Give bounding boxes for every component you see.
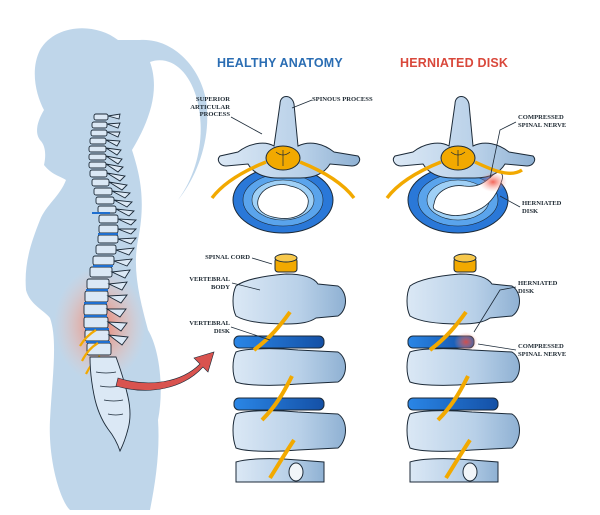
label-spinal-cord: SPINAL CORD — [205, 254, 250, 261]
healthy-transverse-view — [210, 96, 361, 234]
spine-disks — [84, 212, 118, 343]
herniated-side-view — [406, 253, 520, 483]
heading-herniated-disk: HERNIATED DISK — [400, 56, 509, 70]
spine-column — [79, 113, 138, 453]
body-silhouette — [25, 28, 208, 511]
label-vertebral-body: VERTEBRAL BODY — [189, 276, 230, 291]
label-superior-articular-process: SUPERIOR ARTICULAR PROCESS — [190, 96, 230, 119]
healthy-side-view — [232, 253, 346, 483]
herniated-transverse-view — [385, 96, 536, 234]
pointer-arrow — [115, 351, 215, 391]
label-vertebral-disk: VERTEBRAL DISK — [189, 320, 230, 335]
heading-healthy-anatomy: HEALTHY ANATOMY — [217, 56, 343, 70]
label-herniated-disk-top: HERNIATED DISK — [522, 200, 562, 215]
spinous-processes — [105, 113, 138, 346]
vertebra-stack — [83, 113, 119, 356]
leader-lines — [230, 99, 521, 351]
label-compressed-spinal-nerve-top: COMPRESSED SPINAL NERVE — [518, 114, 567, 129]
label-herniated-disk-side: HERNIATED DISK — [518, 280, 558, 295]
label-compressed-spinal-nerve-side: COMPRESSED SPINAL NERVE — [518, 343, 567, 358]
label-spinous-process: SPINOUS PROCESS — [312, 96, 373, 103]
